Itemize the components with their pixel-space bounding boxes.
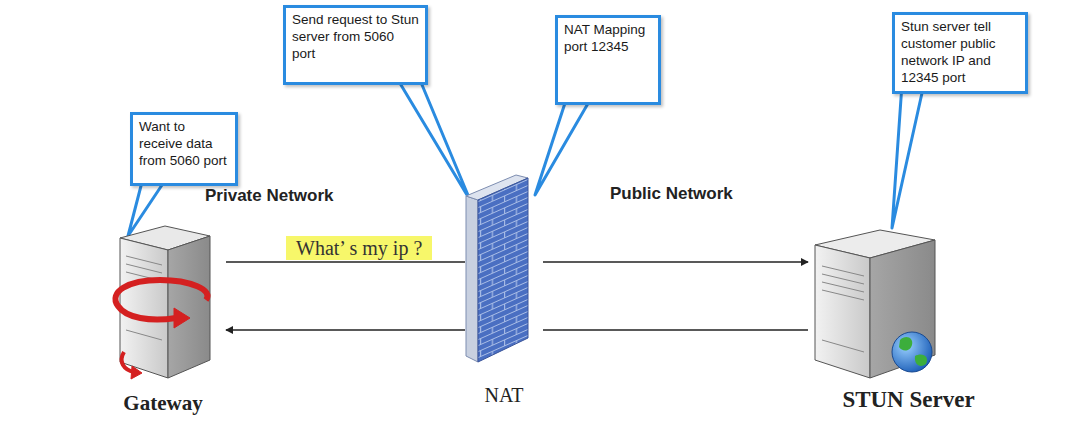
drive-slots — [822, 266, 864, 352]
callout-text: NAT Mapping port 12345 — [564, 22, 652, 56]
network-zone-label: Private Network — [205, 186, 334, 206]
server-side — [870, 240, 935, 378]
stun-server: STUN Server — [808, 225, 1009, 413]
flow-arrow — [226, 261, 465, 262]
globe-land — [899, 337, 927, 366]
edge-label: What’ s my ip ? — [286, 236, 432, 260]
callout-tail — [535, 100, 590, 195]
callout-box: Want to receive data from 5060 port — [130, 112, 238, 186]
gateway-server-icon — [115, 226, 210, 379]
callout-text: Want to receive data from 5060 port — [139, 119, 229, 170]
globe — [892, 332, 932, 372]
callout-box: NAT Mapping port 12345 — [555, 15, 661, 105]
callout-tail — [398, 80, 470, 200]
nat-firewall: NAT — [465, 175, 543, 407]
rotation-tail-head — [131, 366, 142, 379]
gateway-device: Gateway — [100, 222, 226, 415]
wall-front — [478, 178, 528, 362]
callout-box: Stun server tell customer public network… — [892, 12, 1028, 94]
server-front — [815, 245, 870, 378]
device-label: STUN Server — [808, 387, 1009, 413]
device-label: Gateway — [100, 391, 226, 415]
flow-arrow — [543, 261, 808, 262]
server-side — [168, 236, 210, 378]
rotation-arrow — [115, 280, 207, 320]
drive-slots — [126, 256, 162, 340]
device-label: NAT — [465, 384, 543, 407]
rotation-arrowhead — [174, 308, 190, 328]
wall-side — [466, 196, 478, 362]
firewall-wall — [466, 175, 528, 362]
server-front — [120, 238, 168, 378]
stun-server-icon — [815, 230, 935, 378]
callout-box: Send request to Stun server from 5060 po… — [283, 5, 428, 85]
callout-text: Stun server tell customer public network… — [901, 19, 1019, 87]
flow-arrow — [543, 329, 808, 330]
network-zone-label: Public Network — [610, 184, 733, 204]
callout-tail — [892, 84, 924, 228]
callout-text: Send request to Stun server from 5060 po… — [292, 12, 419, 63]
flow-arrow — [226, 329, 465, 330]
